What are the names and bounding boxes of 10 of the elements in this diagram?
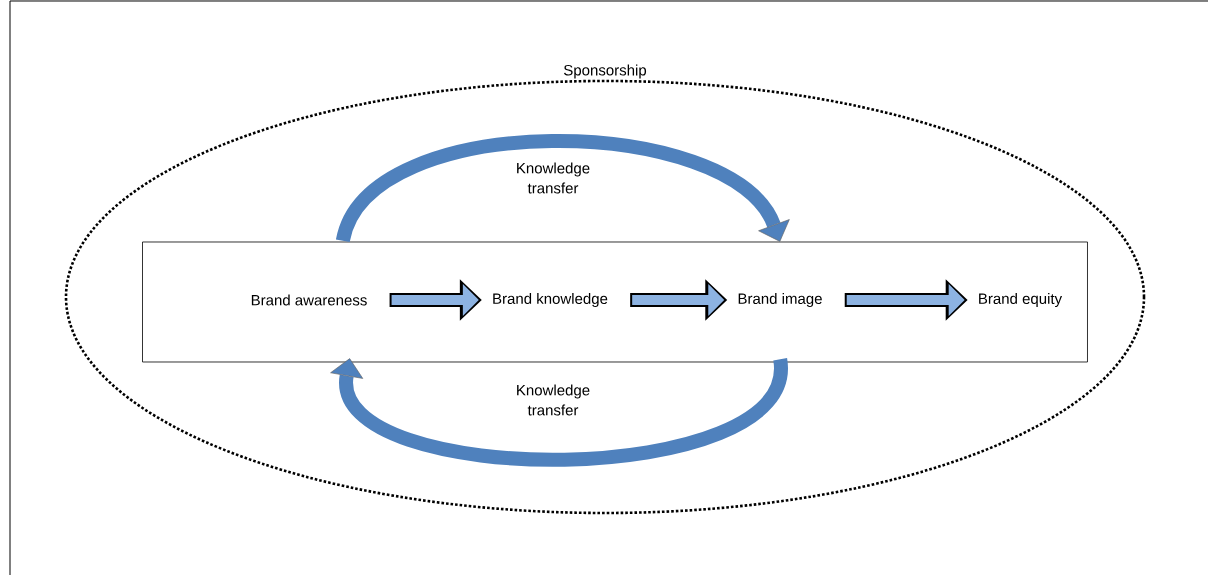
ellipse-heading: Sponsorship	[564, 64, 647, 79]
stage-label: Brand awareness	[251, 294, 367, 306]
stage-label: Brand equity	[979, 293, 1063, 307]
curved-arrow	[336, 134, 790, 244]
edge-label: Knowledge transfer	[517, 384, 590, 416]
curved-arrow	[330, 358, 788, 467]
stage-label: Brand knowledge	[493, 293, 608, 307]
stage-label: Brand image	[738, 293, 822, 307]
process-box	[142, 241, 1088, 363]
edge-label: Knowledge transfer	[517, 162, 590, 194]
